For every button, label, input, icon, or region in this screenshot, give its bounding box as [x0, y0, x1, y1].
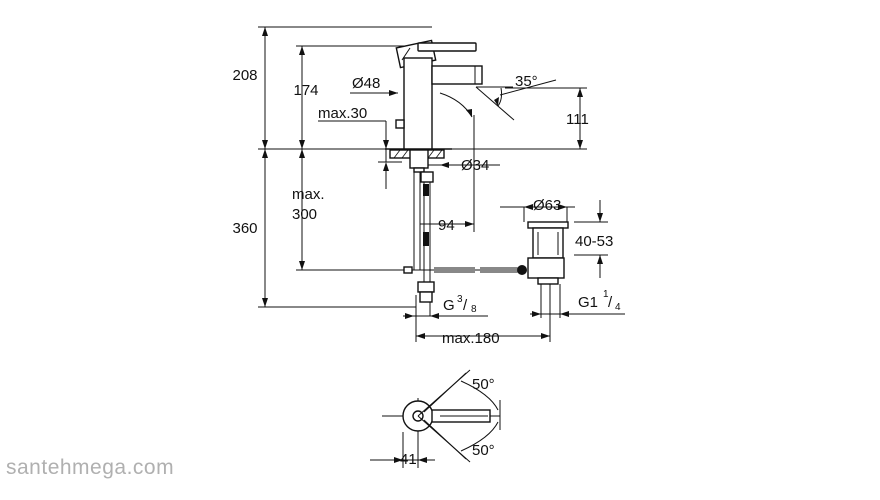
dimension-174 [299, 46, 305, 149]
dimension-360-label: 360 [232, 220, 257, 237]
dimension-300-label: 300 [292, 206, 317, 223]
dimension-208-label: 208 [232, 67, 257, 84]
dimension-g38-label: G [443, 297, 455, 314]
dimension-111-label: 111 [566, 111, 589, 128]
popup-rod [403, 265, 527, 275]
dimension-40-53 [574, 200, 608, 278]
dimension-o34 [416, 162, 500, 168]
waste-valve [527, 221, 569, 318]
dimension-41 [370, 432, 435, 468]
dimension-35deg [475, 79, 557, 121]
dimension-o63-label: Ø63 [533, 197, 561, 214]
dimension-max30-label: max.30 [318, 105, 367, 122]
dimension-max30 [318, 120, 402, 189]
dimension-g114-label: G1 [578, 294, 598, 311]
dimension-max-label: max. [292, 186, 325, 203]
dimension-g38 [403, 313, 488, 319]
dimension-max180-label: max.180 [442, 330, 500, 347]
dimension-g38-slash: / [463, 297, 468, 314]
dimension-50deg-top-label: 50° [472, 376, 495, 393]
dimension-max180 [415, 280, 551, 342]
dimension-g38-den: 8 [471, 304, 477, 315]
dimension-174-label: 174 [293, 82, 318, 99]
top-view [382, 369, 501, 468]
supply-hoses [413, 171, 435, 316]
dimension-g114 [530, 311, 625, 317]
dimension-94 [420, 115, 475, 232]
dimension-94-label: 94 [438, 217, 455, 234]
dimension-208 [262, 27, 268, 149]
dimension-360 [262, 149, 268, 307]
dimension-41-label: 41 [400, 451, 417, 468]
faucet-body [395, 57, 483, 151]
dimension-g114-den: 4 [615, 302, 621, 313]
spout-angle-arc [439, 92, 473, 118]
watermark: santehmega.com [6, 456, 175, 479]
dimension-o63 [500, 204, 575, 222]
dimension-max300 [299, 149, 305, 270]
dimension-50deg-bottom-label: 50° [472, 442, 495, 459]
dimension-40-53-label: 40-53 [575, 233, 613, 250]
dimension-o48-label: Ø48 [352, 75, 380, 92]
dimension-g114-slash: / [608, 294, 613, 311]
dimension-g38-num: 3 [457, 294, 463, 305]
dimension-o48 [350, 90, 398, 96]
dimension-111 [577, 88, 583, 149]
spout-angle-arrow [466, 109, 472, 117]
dimension-g114-num: 1 [603, 289, 609, 300]
dimension-35deg-label: 35° [515, 73, 538, 90]
dimension-o34-label: Ø34 [461, 157, 489, 174]
counter-mounting [385, 148, 452, 173]
